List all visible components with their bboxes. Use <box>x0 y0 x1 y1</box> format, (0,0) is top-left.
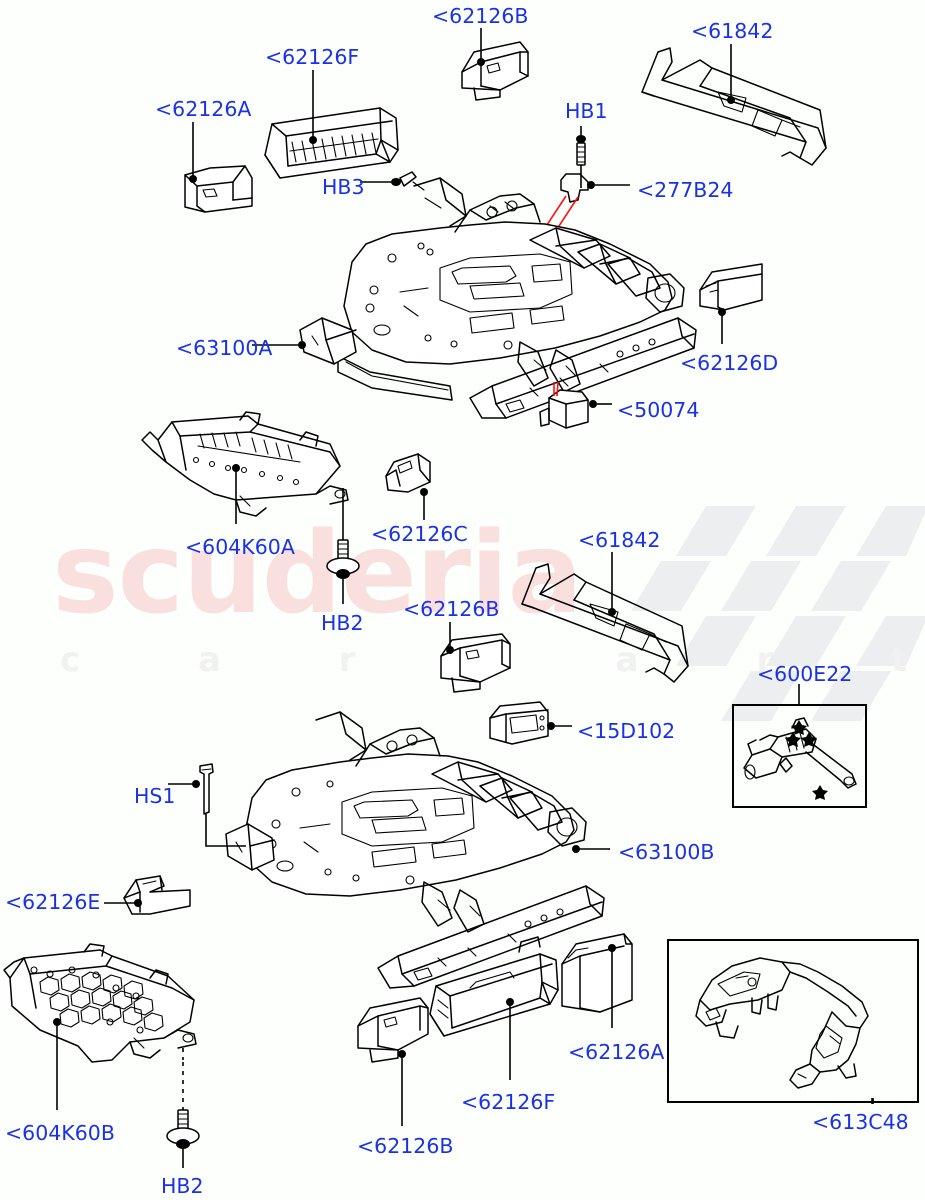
part-62126D <box>699 263 763 311</box>
part-label-motor-and-gear-assembly: <600E22 <box>757 662 853 686</box>
box-600E22 <box>732 684 867 808</box>
part-62126E <box>104 875 191 915</box>
leader-62126F-bottom <box>506 998 514 1080</box>
part-label-seat-trim-rail-2: <61842 <box>578 528 661 552</box>
leader-62126F-top <box>309 70 317 144</box>
part-label-seat-frame-assembly-a: <63100A <box>176 336 273 360</box>
part-label-cable-clip: <277B24 <box>637 178 734 202</box>
leader-62126B-bottom <box>398 1050 406 1126</box>
leader-62126A-bottom <box>608 944 616 1028</box>
part-61842-second <box>521 563 689 683</box>
part-label-trim-cover-cap-d: <62126D <box>680 351 779 375</box>
part-HB1-bolt <box>576 126 586 188</box>
part-label-trim-cover-cap-a: <62126A <box>155 97 252 121</box>
part-277B24-clip <box>560 173 630 203</box>
part-label-seat-trim-rail: <61842 <box>691 19 774 43</box>
part-label-trim-cover-cap-b3: <62126B <box>357 1134 454 1158</box>
part-HB2-upper <box>326 488 360 604</box>
part-label-bolt-hb1: HB1 <box>565 99 608 123</box>
leader-62126B-second <box>446 622 454 654</box>
leader-62126B-top <box>477 28 485 66</box>
part-50074-sensor <box>539 381 612 429</box>
part-62126F-bottom <box>429 936 559 1037</box>
part-62126F-top <box>264 107 399 179</box>
part-63100B-seat-frame <box>225 711 605 989</box>
part-62126A-bottom <box>561 933 633 1013</box>
part-label-riser-link-assembly: <613C48 <box>812 1110 909 1134</box>
part-62126B-second <box>440 633 511 693</box>
part-label-track-cover-long: <62126F <box>265 45 360 69</box>
part-62126A-top <box>184 165 253 213</box>
part-label-control-module: <15D102 <box>577 719 676 743</box>
leader-62126D <box>718 308 726 344</box>
leader-604K60A <box>232 464 240 524</box>
part-label-bolt-hb2: HB2 <box>321 611 364 635</box>
part-63100A-seat-frame <box>299 177 697 419</box>
part-label-bolt-hb3: HB3 <box>322 175 365 199</box>
leader-63100B <box>572 845 610 853</box>
part-label-track-cover-long-2: <62126F <box>461 1090 556 1114</box>
part-62126C <box>385 453 431 493</box>
part-62126B-top <box>461 41 529 101</box>
part-HB2-lower <box>166 1048 200 1168</box>
part-label-bolt-hb2-lower: HB2 <box>161 1174 204 1198</box>
part-61842-top <box>641 47 827 166</box>
part-604K60B <box>3 943 197 1063</box>
leader-61842-second <box>608 552 616 616</box>
leader-63100A <box>252 341 306 349</box>
part-label-trim-cover-cap-b2: <62126B <box>403 597 500 621</box>
part-label-screw-hs1: HS1 <box>134 784 176 808</box>
part-label-trim-cover-cap-e: <62126E <box>5 890 101 914</box>
leader-62126C <box>420 488 428 520</box>
part-label-trim-cover-cap-c: <62126C <box>371 522 468 546</box>
part-label-seat-frame-assembly-b: <63100B <box>618 840 715 864</box>
leader-61842-top <box>727 44 735 104</box>
box-613C48 <box>667 939 919 1104</box>
leader-604K60B <box>53 1018 61 1110</box>
part-label-position-sensor: <50074 <box>617 398 700 422</box>
part-604K60A <box>141 411 349 517</box>
part-15D102-module <box>489 701 572 745</box>
part-62126B-bottom <box>357 997 429 1063</box>
part-HS1-screw <box>168 763 246 847</box>
part-label-trim-cover-cap: <62126B <box>432 4 529 28</box>
part-label-under-seat-tray-a: <604K60A <box>185 535 295 559</box>
part-HB3-bolt <box>360 171 425 191</box>
leader-62126A-top <box>189 122 197 183</box>
part-label-trim-cover-cap-a2: <62126A <box>568 1040 665 1064</box>
part-label-under-seat-tray-b: <604K60B <box>5 1121 115 1145</box>
